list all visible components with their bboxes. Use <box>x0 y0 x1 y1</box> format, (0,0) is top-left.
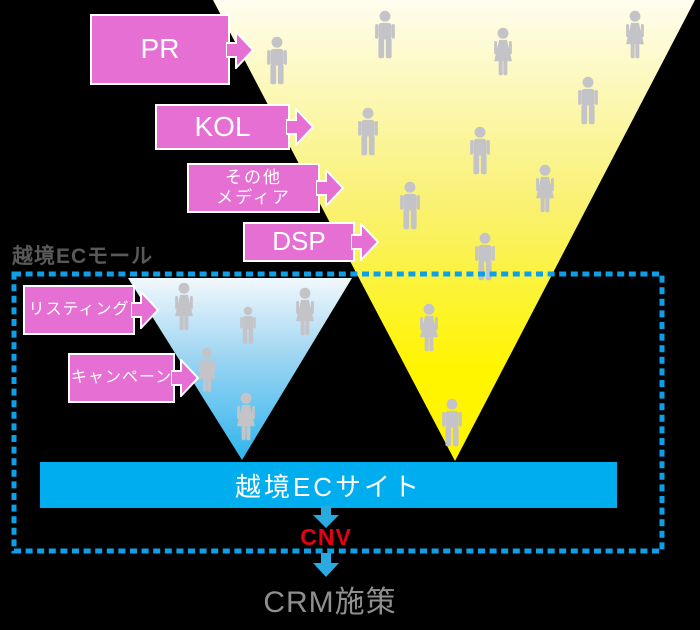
down-arrow-icon <box>313 553 339 577</box>
callout-listing: リスティング <box>23 285 159 335</box>
mall-funnel <box>128 278 352 460</box>
right-arrow-icon <box>131 291 159 329</box>
callout-campaign: キャンペーン <box>68 353 199 403</box>
ec-mall-label: 越境ECモール <box>12 245 154 268</box>
ec-mall-dashed-border <box>11 271 665 554</box>
crm-label: CRM施策 <box>263 586 397 619</box>
callout-other-media: その他 メディア <box>187 163 344 213</box>
cnv-label: CNV <box>300 524 352 550</box>
ec-site-bar: 越境ECサイト <box>40 462 617 508</box>
down-arrow-icon <box>313 506 339 528</box>
right-arrow-icon <box>316 169 344 207</box>
callout-kol-label: KOL <box>194 110 251 142</box>
right-arrow-icon <box>351 223 379 261</box>
callout-other-media-label: その他 メディア <box>216 168 291 207</box>
ec-site-bar-label: 越境ECサイト <box>234 471 423 502</box>
callout-pr-label: PR <box>140 33 180 65</box>
callout-kol: KOL <box>155 104 314 150</box>
right-arrow-icon <box>226 30 254 69</box>
callout-dsp-label: DSP <box>272 226 326 257</box>
right-arrow-icon <box>171 359 199 397</box>
callout-listing-label: リスティング <box>28 300 130 318</box>
awareness-funnel <box>213 0 695 461</box>
callout-pr: PR <box>90 14 254 85</box>
callout-campaign-label: キャンペーン <box>70 368 173 386</box>
callout-dsp: DSP <box>243 222 379 262</box>
right-arrow-icon <box>286 108 314 146</box>
